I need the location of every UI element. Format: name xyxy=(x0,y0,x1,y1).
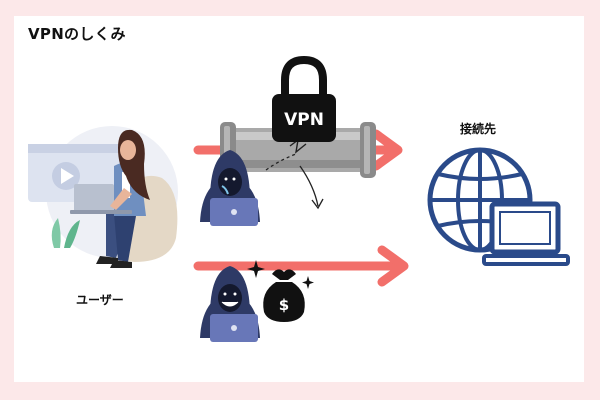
user-illustration xyxy=(28,126,178,268)
diagram-card: VPNのしくみ xyxy=(14,16,584,382)
vpn-diagram: VPN xyxy=(28,55,570,342)
vpn-lock-label: VPN xyxy=(284,110,324,130)
globe-computer-icon xyxy=(427,147,570,266)
page-title: VPNのしくみ xyxy=(28,25,126,43)
hacker-icon xyxy=(200,266,260,342)
attack-blocked-arrow xyxy=(265,153,324,210)
money-bag-symbol: $ xyxy=(279,296,289,314)
padlock-icon xyxy=(272,55,336,142)
destination-label: 接続先 xyxy=(460,122,497,136)
user-label: ユーザー xyxy=(76,293,124,307)
hacker-icon xyxy=(200,150,260,226)
unprotected-route-arrow xyxy=(193,245,409,287)
money-bag-icon xyxy=(247,260,314,322)
